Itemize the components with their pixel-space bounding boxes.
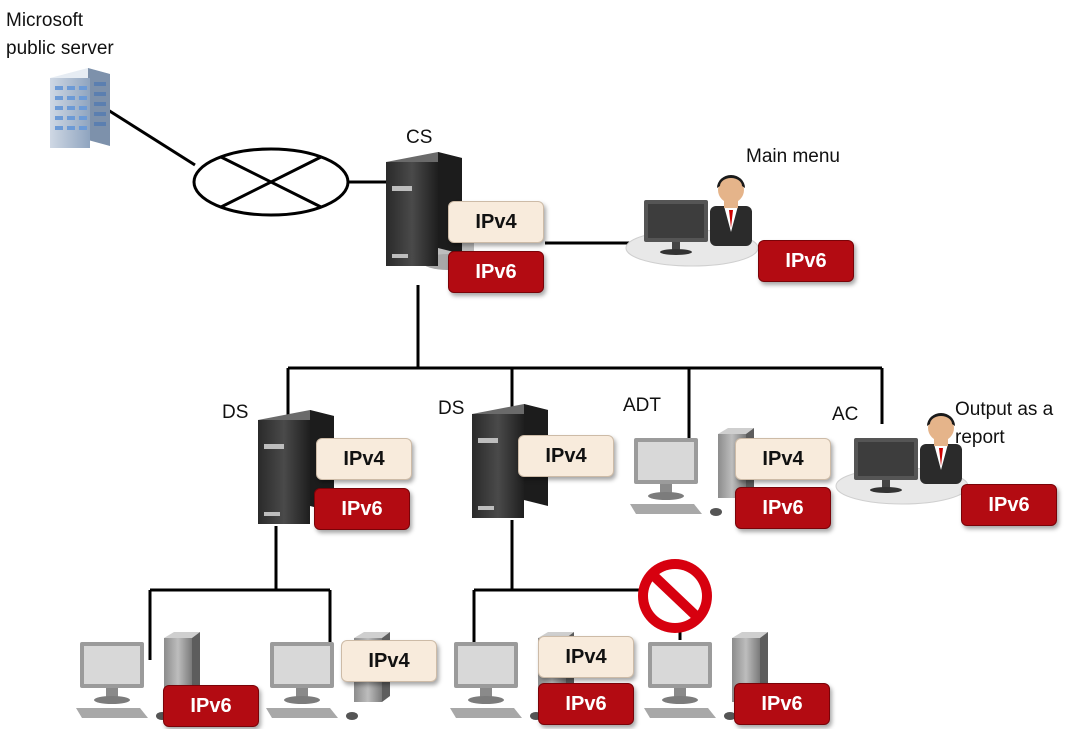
ds-left-label: DS <box>222 402 249 423</box>
main-menu-ipv6-badge: IPv6 <box>758 240 854 282</box>
ac-ipv6-badge: IPv6 <box>961 484 1057 526</box>
pc-4-ipv6-badge: IPv6 <box>734 683 830 725</box>
cs-ipv4-badge: IPv4 <box>448 201 544 243</box>
no-entry-icon <box>638 559 712 633</box>
adt-label: ADT <box>623 395 661 416</box>
network-cloud-icon <box>192 147 350 217</box>
ds-left-ipv6-badge: IPv6 <box>314 488 410 530</box>
microsoft-server-label-line1: Microsoft <box>6 10 84 31</box>
pc-2-ipv4-badge: IPv4 <box>341 640 437 682</box>
cs-label: CS <box>406 127 433 148</box>
cs-ipv6-badge: IPv6 <box>448 251 544 293</box>
main-menu-label: Main menu <box>746 146 840 167</box>
pc-3-ipv4-badge: IPv4 <box>538 636 634 678</box>
ds-mid-label: DS <box>438 398 465 419</box>
ds-left-ipv4-badge: IPv4 <box>316 438 412 480</box>
output-label-line1: Output as a <box>955 399 1054 420</box>
ac-label: AC <box>832 404 859 425</box>
ds-mid-ipv4-badge: IPv4 <box>518 435 614 477</box>
pc-3-ipv6-badge: IPv6 <box>538 683 634 725</box>
adt-ipv4-badge: IPv4 <box>735 438 831 480</box>
main-menu-user-icon <box>625 174 759 267</box>
adt-ipv6-badge: IPv6 <box>735 487 831 529</box>
building-server-icon <box>50 68 110 148</box>
output-label-line2: report <box>955 427 1005 448</box>
microsoft-server-label-line2: public server <box>6 38 114 59</box>
pc-1-ipv6-badge: IPv6 <box>163 685 259 727</box>
